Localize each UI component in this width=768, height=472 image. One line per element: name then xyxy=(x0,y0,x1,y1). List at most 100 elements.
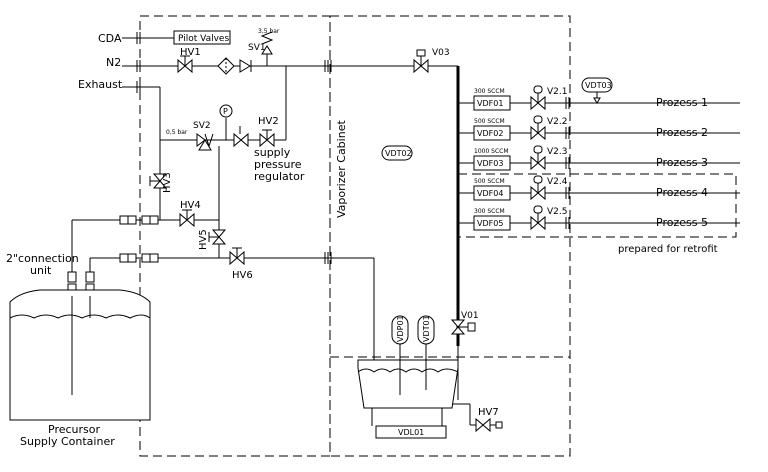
v03-valve-icon xyxy=(413,49,429,74)
hv6-valve-icon xyxy=(229,247,245,266)
regulator-label-line2: pressure xyxy=(254,158,302,171)
row5-connector-icon xyxy=(565,217,570,229)
hv4-connector-icon xyxy=(119,215,159,225)
vdt03-label: VDT03 xyxy=(585,81,612,90)
vdf03-label: VDF03 xyxy=(477,159,503,168)
exhaust-connector-icon xyxy=(136,81,141,93)
process-2-label: Prozess 2 xyxy=(656,126,708,139)
vaporizer-cabinet-label: Vaporizer Cabinet xyxy=(335,120,348,218)
vdf04-box xyxy=(473,185,511,201)
vdf05-label: VDF05 xyxy=(477,219,503,228)
flow-controller-row-3: VDF03 1000 SCCM V2.3 Prozess 3 xyxy=(458,145,740,171)
vaporizer-liquid-level xyxy=(357,368,459,373)
supply-cabinet-border xyxy=(139,15,331,457)
regulator-label-line1: supply xyxy=(254,146,291,159)
vdf04-label: VDF04 xyxy=(477,189,503,198)
v21-label: V2.1 xyxy=(547,87,567,97)
process-5-label: Prozess 5 xyxy=(656,216,708,229)
vdf03-rate: 1000 SCCM xyxy=(474,148,509,155)
n2-connector-icon xyxy=(136,60,141,72)
hv5-valve-icon xyxy=(208,229,227,245)
vdf01-rate: 300 SCCM xyxy=(474,88,505,95)
vdf02-box xyxy=(473,125,511,141)
v22-label: V2.2 xyxy=(547,117,567,127)
cda-connector-icon xyxy=(136,32,141,44)
hv2-valve-icon xyxy=(259,129,275,148)
sv1-safety-valve-icon xyxy=(260,31,274,66)
pilot-valves-box xyxy=(173,30,231,45)
connection-unit-label-line2: unit xyxy=(30,264,52,277)
flow-controller-row-4: VDF04 500 SCCM V2.4 Prozess 4 xyxy=(458,175,740,201)
vdf05-box xyxy=(473,215,511,231)
process-1-label: Prozess 1 xyxy=(656,96,708,109)
hv2-label: HV2 xyxy=(258,116,279,127)
check-valve-2-icon xyxy=(198,139,212,151)
n2-label: N2 xyxy=(106,56,121,69)
hv6-cabinet-connector-icon xyxy=(324,252,332,264)
exhaust-label: Exhaust xyxy=(78,78,123,91)
row1-connector-icon xyxy=(565,97,570,109)
vdf01-label: VDF01 xyxy=(477,99,503,108)
container-liquid-level xyxy=(9,314,151,319)
hv7-valve-icon xyxy=(475,417,503,433)
pressure-gauge-icon xyxy=(219,104,233,140)
hv6-connector-icon xyxy=(119,253,159,263)
sv1-pressure-label: 3,5 bar xyxy=(258,28,280,35)
vaporizer-cabinet-border xyxy=(329,15,571,457)
hv4-valve-icon xyxy=(179,209,195,228)
cda-label: CDA xyxy=(98,32,122,45)
v01-valve-icon xyxy=(450,319,476,335)
sv2-pressure-label: 0,5 bar xyxy=(166,129,188,136)
sv2-label: SV2 xyxy=(193,121,211,131)
regulator-label-line3: regulator xyxy=(254,170,305,183)
row2-connector-icon xyxy=(565,127,570,139)
vdt03-arrow-icon xyxy=(593,92,601,104)
process-3-label: Prozess 3 xyxy=(656,156,708,169)
check-valve-icon xyxy=(239,59,252,73)
row3-connector-icon xyxy=(565,157,570,169)
vdt01-label: VDT01 xyxy=(422,315,431,342)
container-label-line1: Precursor xyxy=(48,423,100,436)
hv3-valve-icon xyxy=(149,173,168,189)
retrofit-label: prepared for retrofit xyxy=(618,244,718,255)
filter-icon xyxy=(217,57,235,75)
vdp01-sensor xyxy=(391,315,409,345)
hv4-label: HV4 xyxy=(180,200,201,211)
vdt01-sensor xyxy=(417,315,435,345)
vdt02-sensor xyxy=(381,145,413,161)
n2-cabinet-connector-icon xyxy=(324,60,332,72)
v25-label: V2.5 xyxy=(547,207,567,217)
hv7-label: HV7 xyxy=(478,407,499,418)
vdp01-label: VDP01 xyxy=(396,315,405,342)
hv5-label: HV5 xyxy=(198,229,209,250)
row4-connector-icon xyxy=(565,187,570,199)
connection-unit-label-line1: 2"connection xyxy=(6,252,79,265)
pressure-regulator-icon xyxy=(233,126,249,148)
hv3-label: HV3 xyxy=(162,172,173,193)
hv6-label: HV6 xyxy=(232,270,253,281)
pilot-valves-label: Pilot Valves xyxy=(178,34,229,44)
v01-label: V01 xyxy=(461,311,479,321)
vdf02-label: VDF02 xyxy=(477,129,503,138)
vdf01-box xyxy=(473,95,511,111)
vdl01-label: VDL01 xyxy=(398,428,424,437)
v03-label: V03 xyxy=(432,48,450,58)
hv1-valve-icon xyxy=(177,55,193,74)
vdf05-rate: 300 SCCM xyxy=(474,208,505,215)
precursor-container xyxy=(9,289,151,421)
sv1-label: SV1 xyxy=(248,43,266,53)
vaporizer-vessel xyxy=(357,359,459,409)
flow-controller-row-2: VDF02 500 SCCM V2.2 Prozess 2 xyxy=(458,115,740,141)
v24-label: V2.4 xyxy=(547,177,568,187)
pressure-gauge-label: P xyxy=(223,107,228,116)
vdt02-label: VDT02 xyxy=(385,149,412,158)
vdl01-scale xyxy=(375,425,447,439)
hv1-label: HV1 xyxy=(180,47,201,58)
vdf03-box xyxy=(473,155,511,171)
v23-label: V2.3 xyxy=(547,147,567,157)
flow-controller-row-5: VDF05 300 SCCM V2.5 Prozess 5 xyxy=(458,205,740,231)
vdf04-rate: 500 SCCM xyxy=(474,178,505,185)
vdf02-rate: 500 SCCM xyxy=(474,118,505,125)
process-4-label: Prozess 4 xyxy=(656,186,708,199)
